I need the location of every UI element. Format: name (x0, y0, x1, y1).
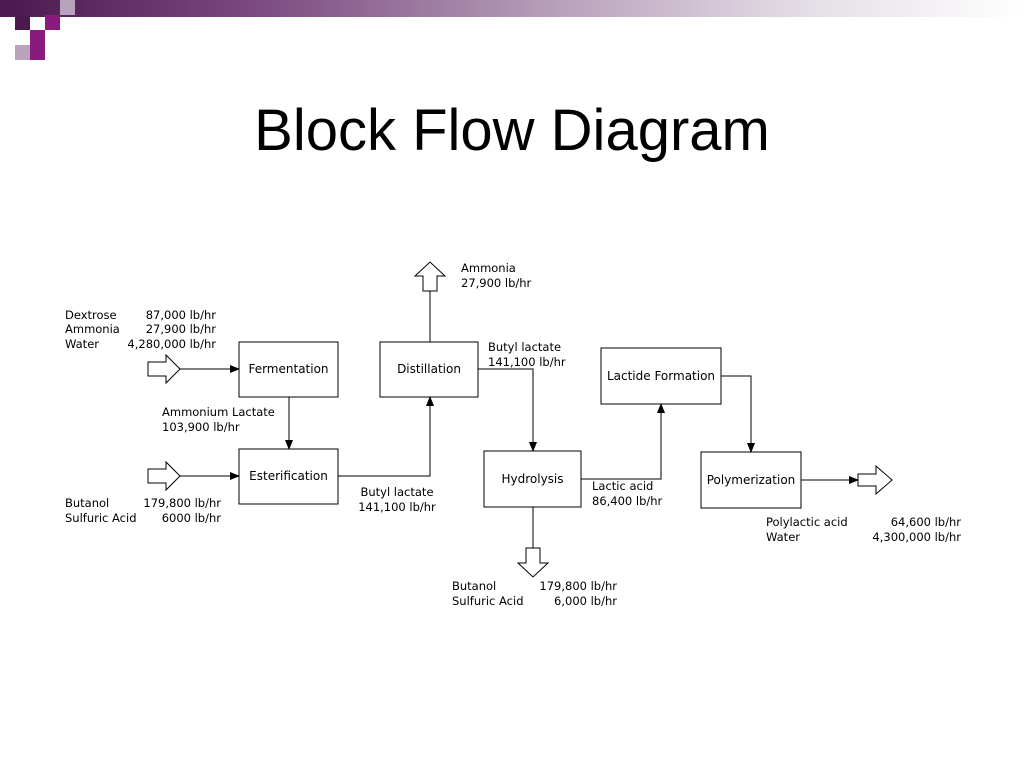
stream-label: Dextrose (65, 308, 117, 322)
stream-label: Butyl lactate (360, 485, 433, 499)
stream-label: Water (65, 337, 99, 351)
arrow-distillation-to-hydrolysis (478, 368, 537, 452)
connector-lines (180, 291, 859, 548)
stream-label: Lactic acid (592, 479, 653, 493)
stream-value: 27,900 lb/hr (461, 276, 532, 290)
feed-arrow-esterification-icon (147, 460, 181, 492)
arrow-esterification-to-distillation (338, 396, 434, 477)
decor-square (45, 15, 60, 30)
stream-feed-fermentation: Dextrose 87,000 lb/hr Ammonia 27,900 lb/… (65, 308, 216, 351)
arrow-lactide-to-polymerization (721, 375, 755, 453)
stream-value: 27,900 lb/hr (146, 322, 217, 336)
stream-butyl-lactate-in: Butyl lactate 141,100 lb/hr (358, 485, 436, 514)
stream-label: Butanol (452, 579, 496, 593)
stream-value: 86,400 lb/hr (592, 494, 663, 508)
stream-label: Sulfuric Acid (65, 511, 137, 525)
stream-label: Ammonia (461, 261, 516, 275)
stream-value: 6000 lb/hr (162, 511, 222, 525)
stream-label: Ammonia (65, 322, 120, 336)
stream-value: 141,100 lb/hr (358, 500, 436, 514)
header-gradient-bar (0, 0, 1024, 17)
stream-label: Butanol (65, 496, 109, 510)
stream-value: 6,000 lb/hr (554, 594, 617, 608)
decor-square (15, 15, 30, 30)
decor-square (30, 30, 45, 45)
stream-value: 179,800 lb/hr (143, 496, 221, 510)
stream-value: 87,000 lb/hr (146, 308, 217, 322)
product-out-arrow-icon (857, 464, 893, 496)
stream-ammonia-out: Ammonia 27,900 lb/hr (461, 261, 532, 290)
decor-square (30, 45, 45, 60)
stream-label: Sulfuric Acid (452, 594, 524, 608)
stream-label: Ammonium Lactate (162, 405, 275, 419)
stream-ammonium-lactate: Ammonium Lactate 103,900 lb/hr (162, 405, 275, 434)
stream-feed-esterification: Butanol 179,800 lb/hr Sulfuric Acid 6000… (65, 496, 221, 525)
stream-label: Water (766, 530, 800, 544)
stream-butyl-lactate-out: Butyl lactate 141,100 lb/hr (488, 340, 566, 369)
block-esterification: Esterification (238, 448, 339, 505)
block-lactide-formation: Lactide Formation (600, 347, 722, 405)
stream-lactic-acid: Lactic acid 86,400 lb/hr (592, 479, 663, 508)
stream-label: Butyl lactate (488, 340, 561, 354)
arrow-hydrolysis-to-lactide (581, 403, 665, 480)
stream-value: 4,280,000 lb/hr (127, 337, 216, 351)
block-hydrolysis-label: Hydrolysis (501, 472, 563, 486)
stream-label: Polylactic acid (766, 515, 848, 529)
decor-square (15, 45, 30, 60)
stream-value: 103,900 lb/hr (162, 420, 240, 434)
feed-arrow-fermentation-icon (147, 353, 181, 385)
slide-title: Block Flow Diagram (254, 98, 770, 163)
stream-value: 141,100 lb/hr (488, 355, 566, 369)
block-polymerization-label: Polymerization (707, 473, 796, 487)
stream-product-out: Polylactic acid 64,600 lb/hr Water 4,300… (766, 515, 961, 544)
block-fermentation-label: Fermentation (248, 362, 328, 376)
block-esterification-label: Esterification (249, 469, 328, 483)
block-hydrolysis: Hydrolysis (483, 450, 582, 508)
hydrolysis-out-arrow-icon (516, 547, 550, 578)
ammonia-out-arrow-icon (413, 261, 447, 292)
block-polymerization: Polymerization (700, 451, 802, 509)
decor-square (60, 0, 75, 15)
block-distillation: Distillation (379, 341, 479, 398)
block-distillation-label: Distillation (397, 362, 461, 376)
stream-value: 64,600 lb/hr (891, 515, 962, 529)
stream-value: 179,800 lb/hr (539, 579, 617, 593)
stream-hydrolysis-out: Butanol 179,800 lb/hr Sulfuric Acid 6,00… (452, 579, 617, 608)
block-lactide-formation-label: Lactide Formation (607, 369, 715, 383)
block-fermentation: Fermentation (238, 341, 339, 398)
stream-value: 4,300,000 lb/hr (872, 530, 961, 544)
